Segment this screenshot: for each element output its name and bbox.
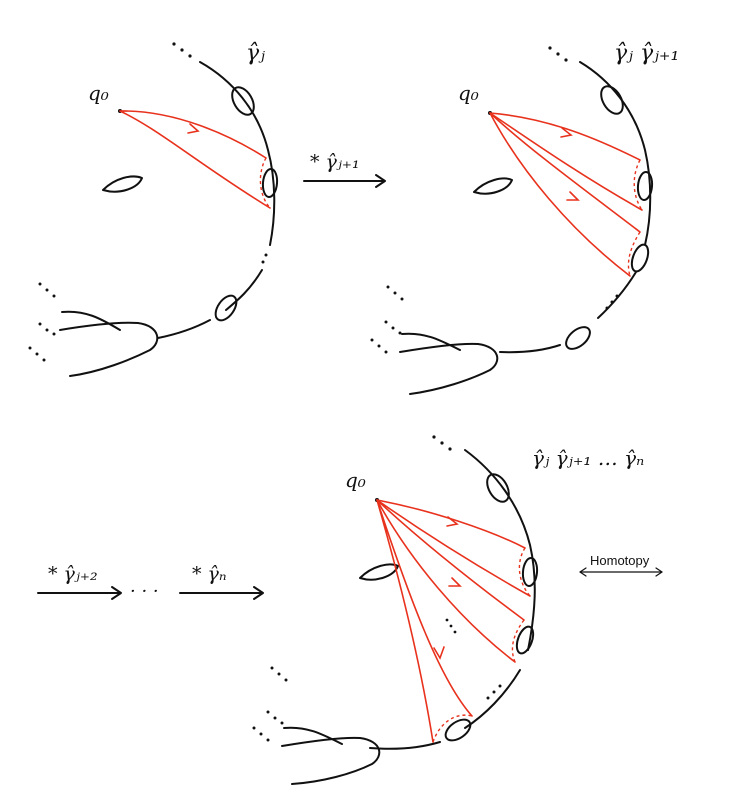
boundary-hole-2 bbox=[261, 168, 279, 198]
ellipsis-dots-top bbox=[172, 42, 192, 58]
tube-top-edge bbox=[283, 726, 343, 745]
direction-arrow-1 bbox=[446, 516, 459, 527]
ellipsis-dots-top bbox=[548, 46, 568, 62]
surface-boundary bbox=[157, 61, 276, 339]
boundary-hole-1 bbox=[231, 86, 255, 116]
tube-end bbox=[59, 321, 159, 377]
tube-dots bbox=[370, 285, 404, 354]
path-loop-n bbox=[376, 499, 473, 743]
surface-boundary bbox=[499, 61, 652, 354]
direction-arrow-3 bbox=[433, 646, 445, 660]
basepoint-label: q₀ bbox=[458, 81, 479, 105]
loop-label: γ̂ⱼ bbox=[246, 41, 265, 66]
path-loop-j1 bbox=[489, 112, 641, 277]
basepoint-label: q₀ bbox=[88, 81, 109, 105]
direction-arrow-2 bbox=[448, 577, 462, 587]
panel-3: q₀ γ̂ⱼ γ̂ⱼ₊₁ … γ̂ₙ bbox=[252, 435, 644, 785]
basepoint-label: q₀ bbox=[345, 468, 366, 492]
genus-handle bbox=[473, 177, 513, 195]
direction-arrow bbox=[187, 123, 200, 134]
path-loop-j1-back bbox=[511, 619, 525, 663]
ellipsis-dots-side bbox=[486, 684, 502, 700]
genus-handle bbox=[102, 175, 143, 193]
boundary-hole-4 bbox=[444, 718, 472, 742]
path-loop-j bbox=[119, 110, 271, 209]
path-loop-j1-back bbox=[627, 231, 641, 277]
path-loop-j bbox=[376, 499, 531, 597]
tube-dots bbox=[28, 282, 56, 362]
step-arrow-3: * γ̂ₙ bbox=[179, 563, 264, 600]
tube-end bbox=[399, 342, 499, 395]
boundary-hole-3 bbox=[515, 625, 535, 655]
boundary-hole-1 bbox=[486, 473, 510, 503]
panel-1: q₀ γ̂ⱼ bbox=[28, 41, 279, 377]
ellipsis-dots-side bbox=[605, 294, 619, 310]
tube-dots bbox=[252, 666, 288, 742]
step-arrow-1: * γ̂ⱼ₊₁ bbox=[303, 151, 386, 188]
step-2-label: * γ̂ⱼ₊₂ bbox=[48, 563, 98, 585]
path-loop-j-back bbox=[518, 547, 531, 597]
boundary-hole-3 bbox=[214, 294, 238, 322]
step-arrow-2: * γ̂ⱼ₊₂ bbox=[37, 563, 122, 600]
genus-handle bbox=[359, 563, 399, 581]
ellipsis-label: · · · bbox=[130, 581, 159, 602]
step-1-label: * γ̂ⱼ₊₁ bbox=[310, 151, 360, 173]
tube-end bbox=[281, 736, 381, 785]
inner-ellipsis bbox=[445, 618, 457, 634]
homotopy-label: Homotopy bbox=[590, 553, 650, 568]
tube-top-edge bbox=[401, 332, 461, 351]
boundary-hole-1 bbox=[600, 85, 624, 115]
homotopy-arrow: Homotopy bbox=[579, 553, 663, 577]
boundary-hole-2 bbox=[636, 171, 654, 201]
ellipsis-dots-side bbox=[261, 253, 268, 264]
path-loop-j-back bbox=[633, 159, 643, 211]
path-loop-j-back bbox=[259, 157, 271, 209]
boundary-hole-2 bbox=[521, 557, 539, 587]
step-3-label: * γ̂ₙ bbox=[192, 563, 227, 585]
loop-labels: γ̂ⱼ γ̂ⱼ₊₁ … γ̂ₙ bbox=[532, 446, 644, 470]
direction-arrow-2 bbox=[566, 191, 580, 201]
panel-2: q₀ γ̂ⱼ γ̂ⱼ₊₁ bbox=[370, 41, 679, 395]
direction-arrow-1 bbox=[560, 127, 573, 138]
surface-boundary bbox=[369, 449, 536, 750]
tube-top-edge bbox=[61, 310, 121, 331]
boundary-hole-3 bbox=[630, 243, 650, 273]
path-loop-j1 bbox=[376, 499, 525, 663]
ellipsis-dots-top bbox=[432, 435, 452, 451]
loop-labels: γ̂ⱼ γ̂ⱼ₊₁ bbox=[614, 41, 679, 66]
boundary-hole-4 bbox=[565, 326, 591, 350]
path-loop-j bbox=[489, 112, 643, 211]
